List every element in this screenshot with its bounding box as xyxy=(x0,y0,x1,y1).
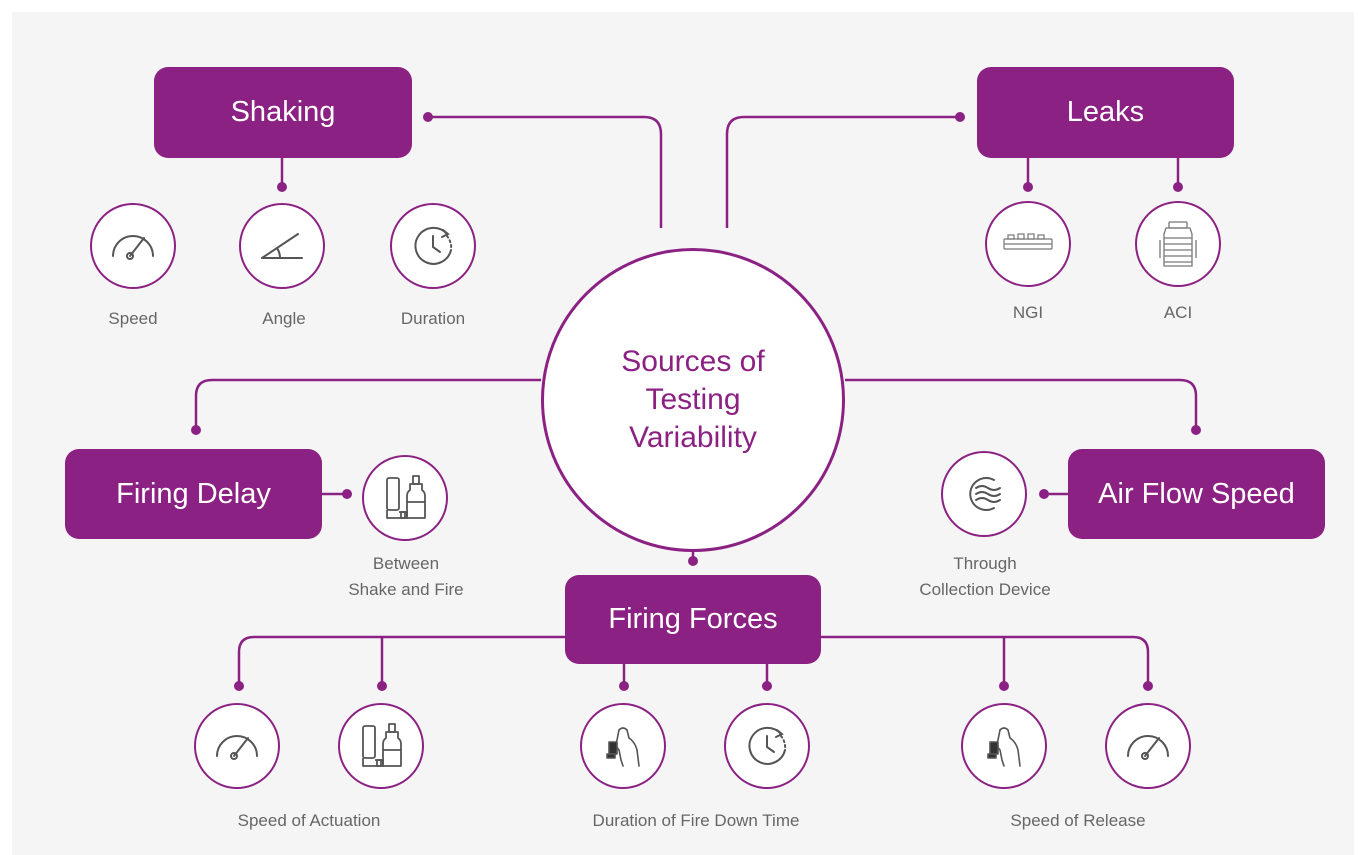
aci-factor xyxy=(1135,201,1221,287)
through-label-line2: Collection Device xyxy=(919,580,1051,599)
speed-label: Speed xyxy=(108,309,158,328)
inhaler-icon xyxy=(362,723,402,767)
category-leaks: Leaks xyxy=(977,67,1234,158)
speed-of-actuation-label: Speed of Actuation xyxy=(237,811,381,830)
center-title: Sources of Testing Variability xyxy=(621,345,765,454)
speedometer-icon xyxy=(112,235,154,260)
center-node: Sources of Testing Variability xyxy=(541,248,845,552)
category-shaking: Shaking xyxy=(154,67,412,158)
speed-factor xyxy=(90,203,176,289)
speedometer-icon xyxy=(1127,735,1169,760)
aci-label: ACI xyxy=(1163,303,1193,322)
between-label-line2: Shake and Fire xyxy=(348,580,464,599)
release-speed-factor xyxy=(1105,703,1191,789)
category-air-flow-speed: Air Flow Speed xyxy=(1068,449,1325,539)
inhaler-icon xyxy=(386,475,426,519)
through-label-line1: Through xyxy=(953,554,1017,573)
airflow-icon xyxy=(969,477,1001,511)
ngi-label: NGI xyxy=(1012,303,1044,322)
category-firing-delay: Firing Delay xyxy=(65,449,322,539)
ngi-factor xyxy=(985,201,1071,287)
angle-factor xyxy=(239,203,325,289)
between-label: Between Shake and Fire xyxy=(320,551,492,603)
between-shake-fire-factor xyxy=(362,455,448,541)
angle-icon xyxy=(261,233,303,259)
category-firing-forces: Firing Forces xyxy=(565,575,821,664)
fire-down-timer-factor xyxy=(724,703,810,789)
through-collection-factor xyxy=(941,451,1027,537)
hand-inhaler-icon xyxy=(606,727,640,767)
between-label-line1: Between xyxy=(372,554,440,573)
aci-impactor-icon xyxy=(1159,221,1197,267)
through-label: Through Collection Device xyxy=(890,551,1080,603)
actuation-speed-factor xyxy=(194,703,280,789)
duration-factor xyxy=(390,203,476,289)
duration-fire-down-label: Duration of Fire Down Time xyxy=(592,811,800,830)
angle-label: Angle xyxy=(262,309,306,328)
speed-of-release-label: Speed of Release xyxy=(1010,811,1146,830)
duration-label: Duration xyxy=(400,309,466,328)
hand-inhaler-icon xyxy=(987,727,1021,767)
fire-down-hand-factor xyxy=(580,703,666,789)
actuation-inhaler-factor xyxy=(338,703,424,789)
ngi-impactor-icon xyxy=(1003,233,1053,250)
speedometer-icon xyxy=(216,735,258,760)
timer-icon xyxy=(748,726,787,765)
release-hand-factor xyxy=(961,703,1047,789)
timer-icon xyxy=(414,226,453,265)
